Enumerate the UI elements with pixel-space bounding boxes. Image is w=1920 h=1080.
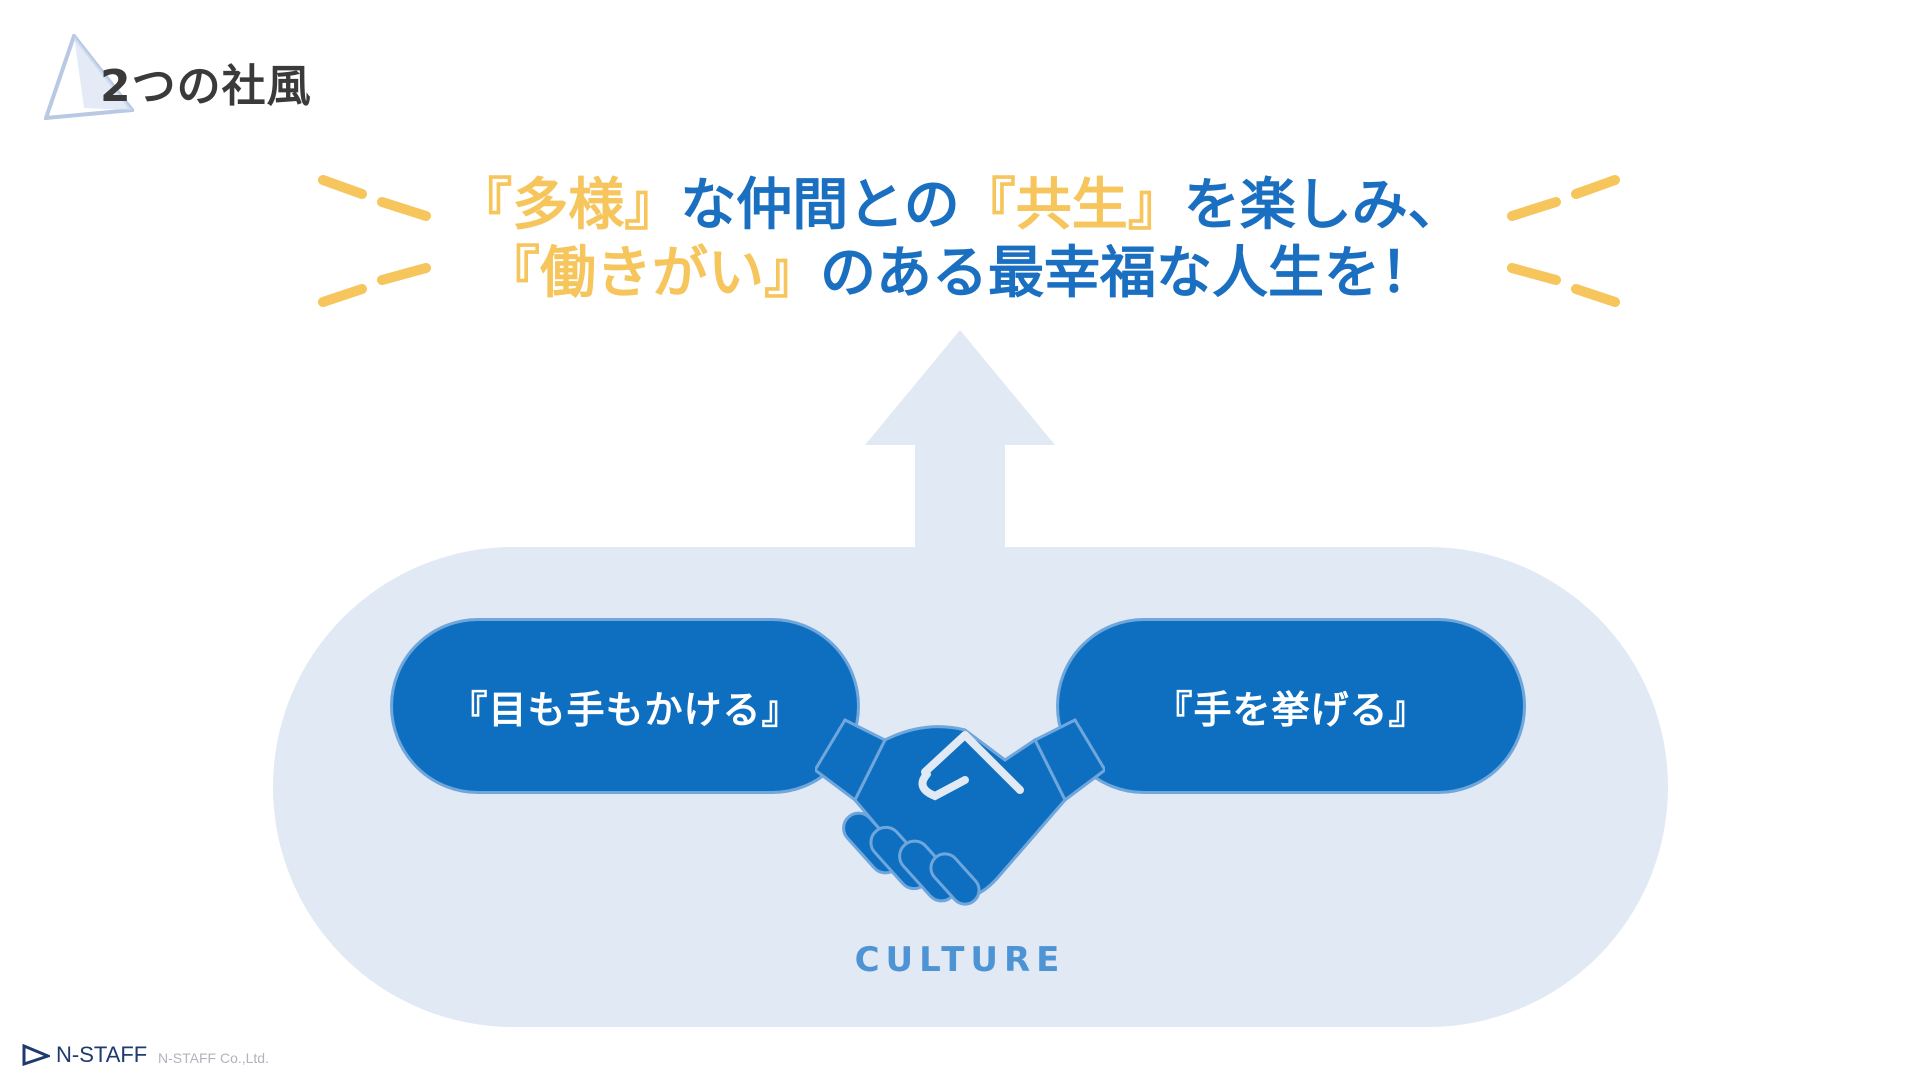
footer-company: N-STAFF Co.,Ltd. xyxy=(158,1050,269,1066)
headline-segment: のある最幸福な人生を！ xyxy=(820,241,1436,306)
up-arrow-icon xyxy=(865,330,1055,552)
headline-segment: を楽しみ、 xyxy=(1183,173,1464,238)
headline: 『多様』な仲間との『共生』を楽しみ、 『働きがい』のある最幸福な人生を！ xyxy=(400,172,1520,308)
headline-segment: 『共生』 xyxy=(959,173,1184,238)
burst-rays-icon xyxy=(1507,175,1620,307)
headline-segment: 『働きがい』 xyxy=(484,241,820,306)
footer-logo-icon xyxy=(22,1044,50,1066)
culture-pill-right: 『手を挙げる』 xyxy=(1056,618,1526,794)
headline-segment: 『多様』 xyxy=(456,173,681,238)
triangle-logo-icon xyxy=(44,34,134,120)
headline-line-2: 『働きがい』のある最幸福な人生を！ xyxy=(400,240,1520,308)
headline-line-1: 『多様』な仲間との『共生』を楽しみ、 xyxy=(400,172,1520,240)
footer-brand: N-STAFF xyxy=(56,1042,148,1067)
culture-pill-left: 『目も手もかける』 xyxy=(390,618,860,794)
handshake-icon xyxy=(815,718,1105,906)
culture-label: CULTURE xyxy=(854,940,1066,980)
culture-pill-left-label: 『目も手もかける』 xyxy=(449,687,801,732)
page-title: 2つの社風 xyxy=(100,61,312,112)
headline-segment: な仲間との xyxy=(680,173,960,238)
burst-rays-icon xyxy=(318,175,431,307)
culture-pill-right-label: 『手を挙げる』 xyxy=(1154,687,1428,732)
